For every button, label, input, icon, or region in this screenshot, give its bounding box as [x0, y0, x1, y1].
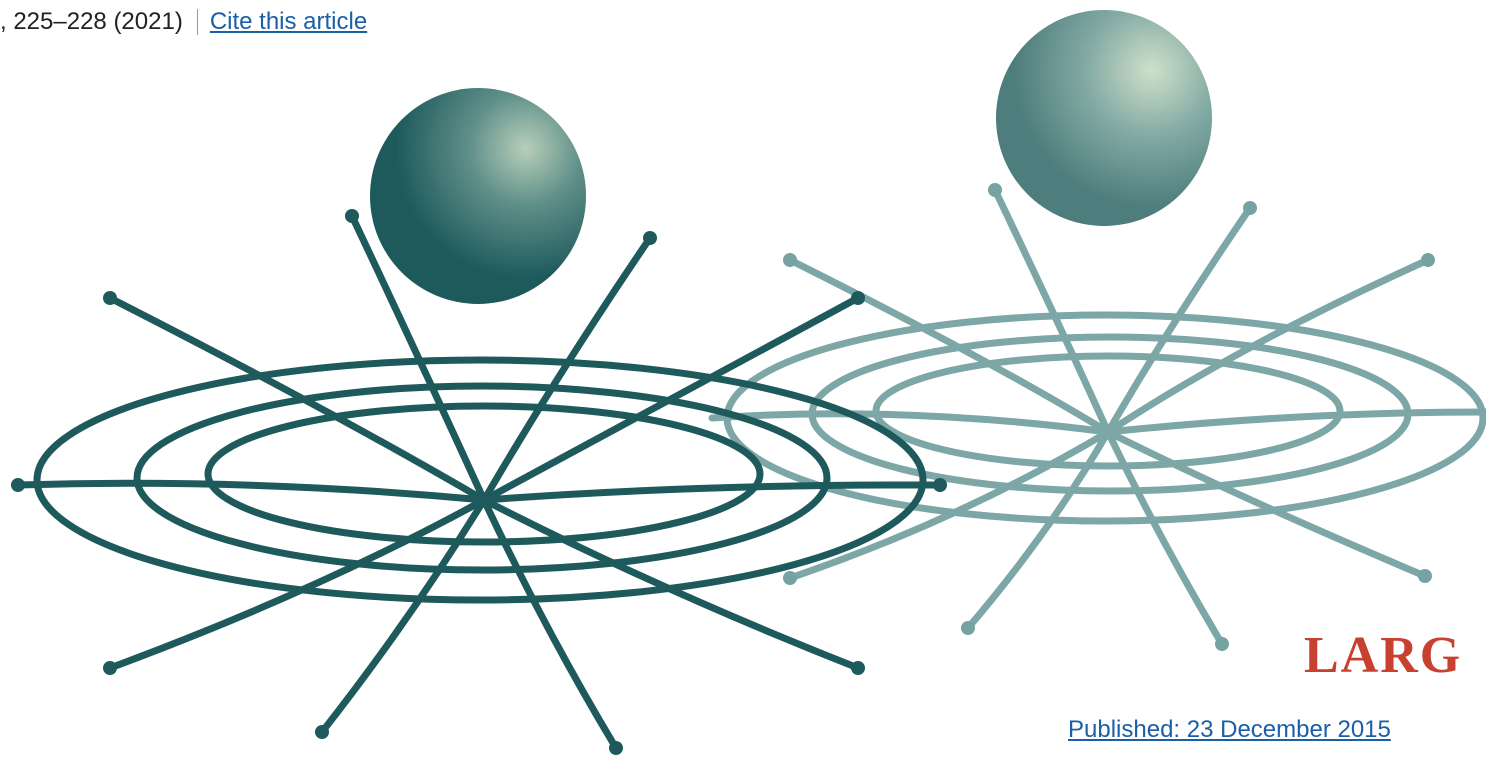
back-sphere — [996, 10, 1212, 226]
front-field-endpoints — [11, 209, 947, 755]
published-date-link[interactable]: Published: 23 December 2015 — [1068, 716, 1391, 743]
front-field-grid — [14, 212, 944, 752]
front-sphere — [370, 88, 586, 304]
back-field-endpoints — [783, 183, 1435, 651]
citation-line: , 225–228 (2021) Cite this article — [0, 8, 367, 36]
heading-fragment: LARG — [1304, 627, 1463, 684]
citation-pages-year: , 225–228 (2021) — [0, 8, 183, 35]
citation-divider — [196, 9, 198, 35]
back-field-grid — [708, 186, 1486, 648]
cite-this-article-link[interactable]: Cite this article — [209, 8, 368, 35]
